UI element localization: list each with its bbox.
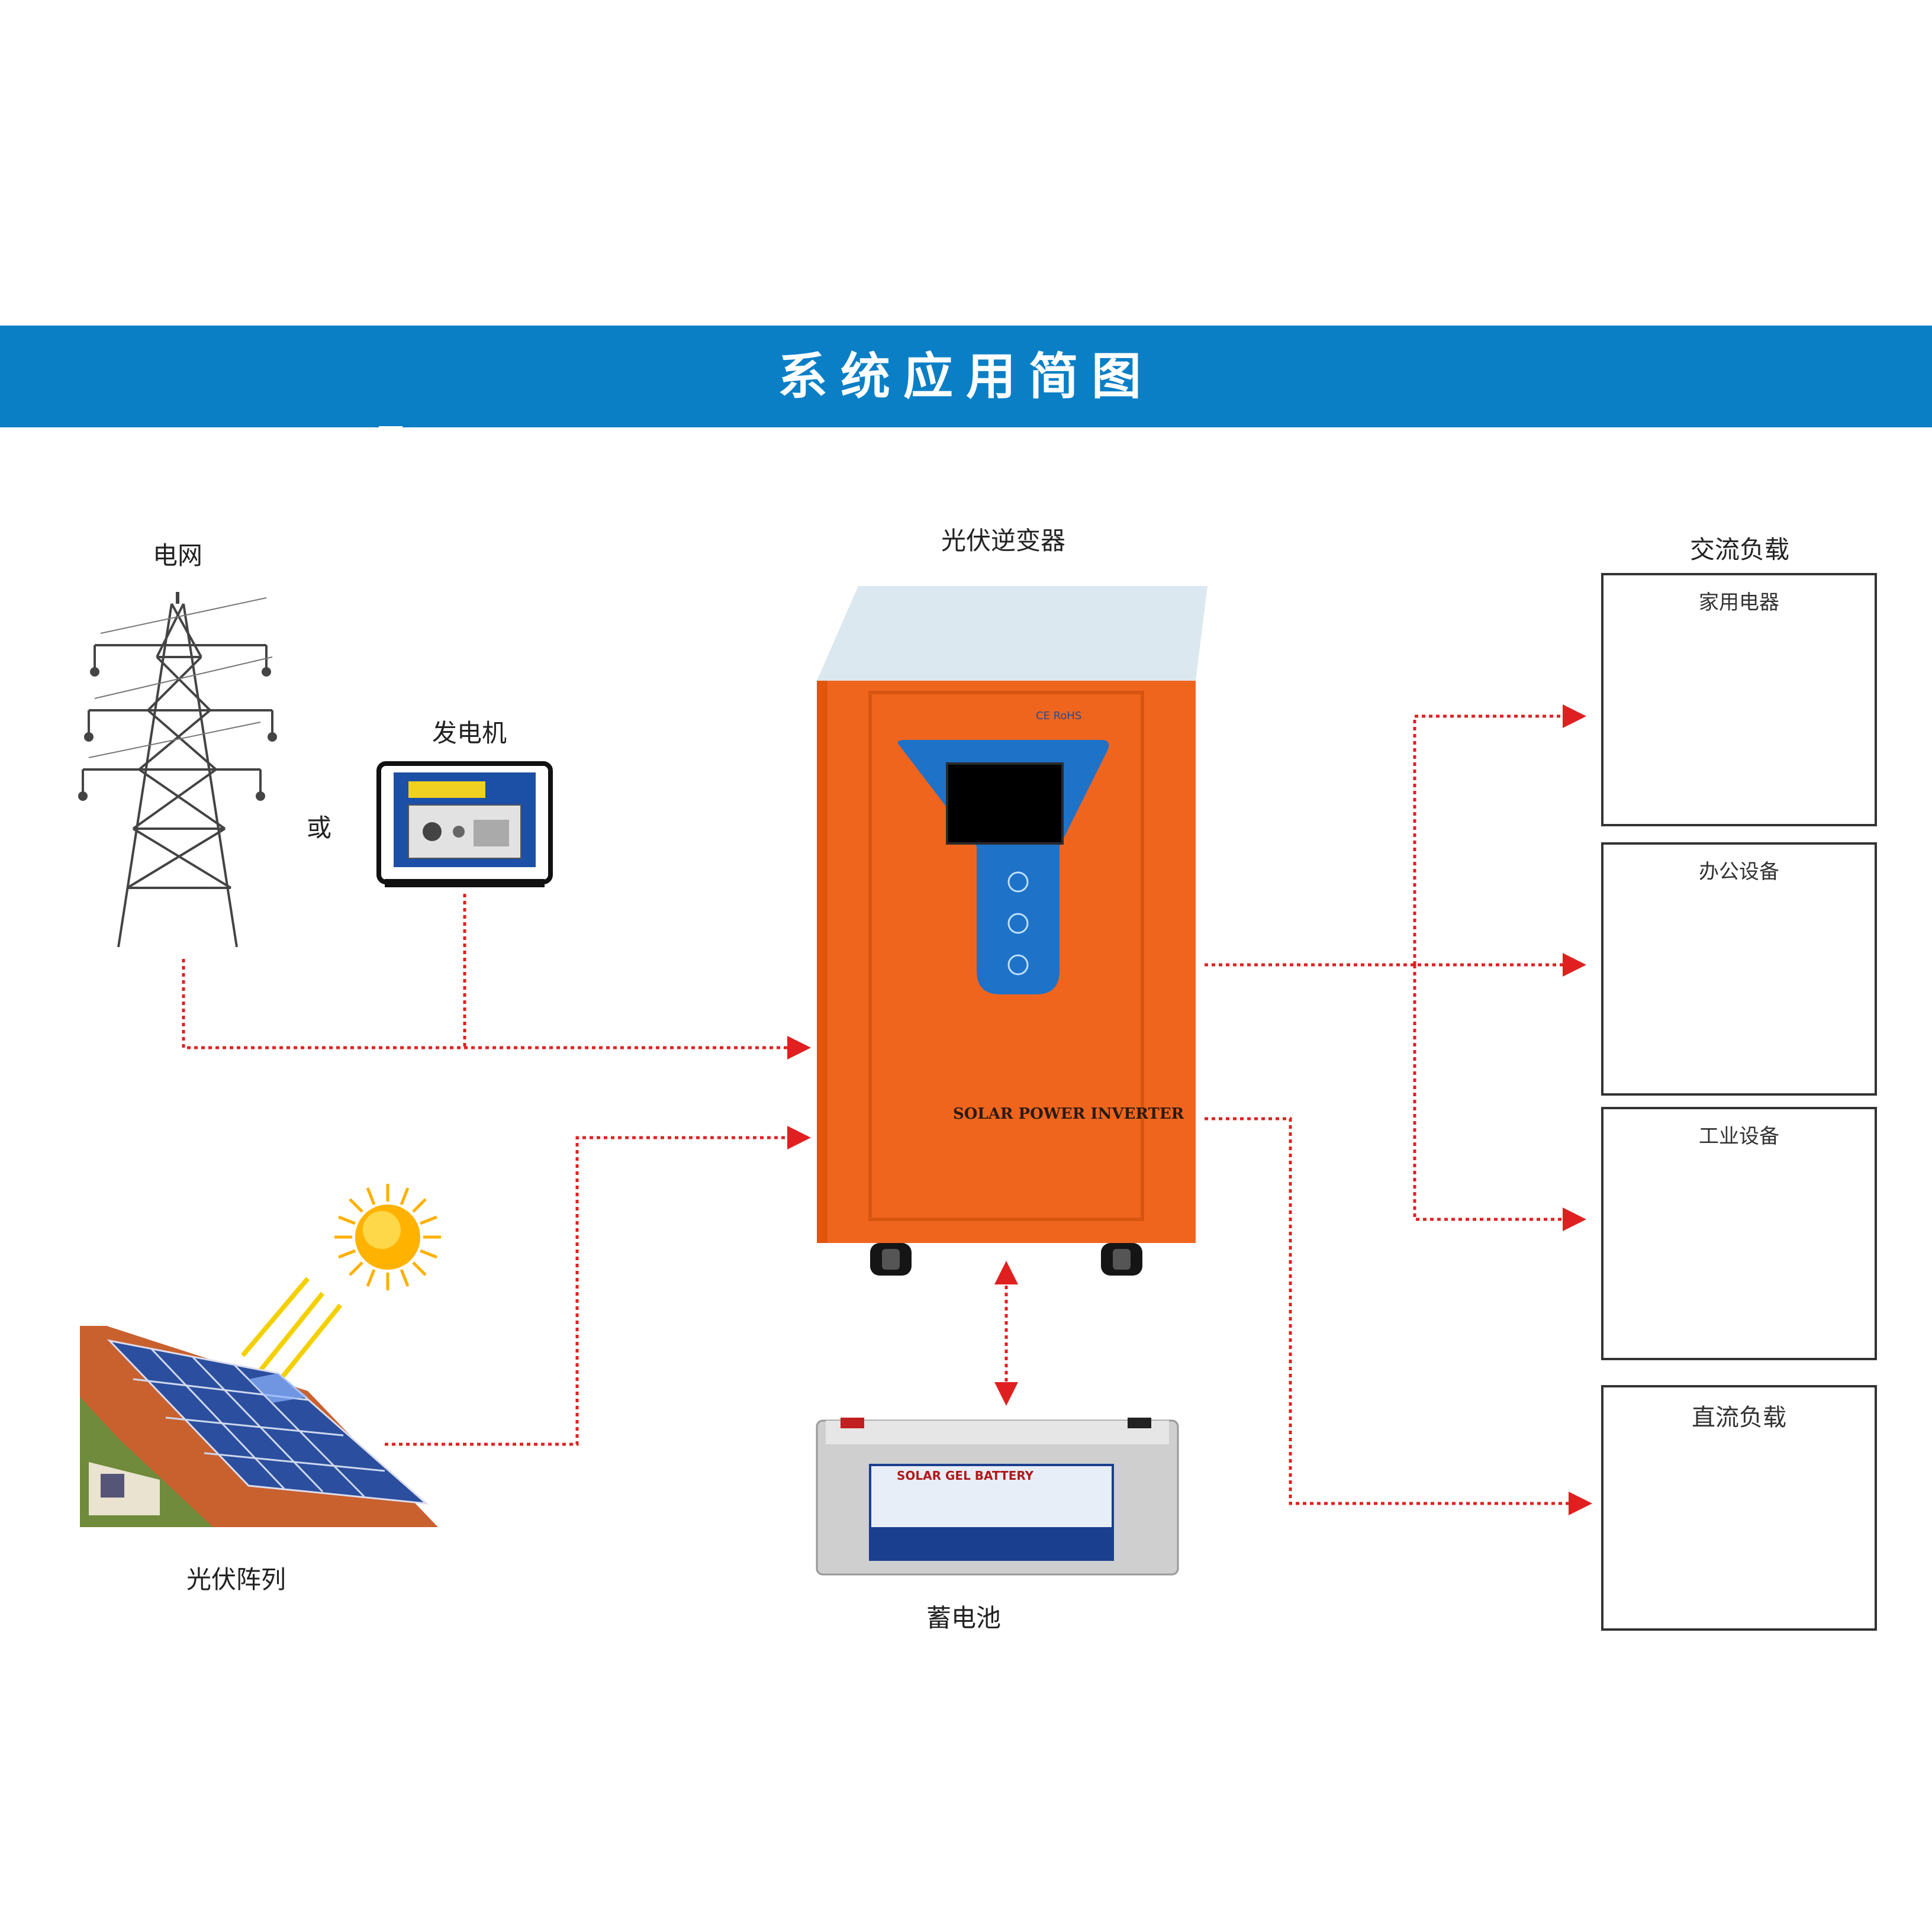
title-banner: 系统应用简图 [0, 326, 1932, 427]
sun-icon [334, 1184, 441, 1290]
generator-icon [376, 761, 553, 887]
office-label: 办公设备 [1699, 860, 1779, 884]
or-label: 或 [307, 813, 332, 842]
inverter-label: 光伏逆变器 [941, 526, 1066, 555]
battery-sticker-text: SOLAR GEL BATTERY [897, 1469, 1034, 1483]
generator-label: 发电机 [432, 719, 507, 748]
inverter-brand-text: SOLAR POWER INVERTER [953, 1105, 1184, 1123]
ac-load-label: 交流负载 [1690, 535, 1790, 564]
industrial-label: 工业设备 [1699, 1125, 1779, 1148]
household-label: 家用电器 [1699, 591, 1779, 614]
power-button-icon [1007, 871, 1029, 893]
household-appliances-panel: 家用电器 [1601, 573, 1877, 826]
pv-array-label: 光伏阵列 [186, 1565, 286, 1594]
dc-load-panel: 直流负载 [1601, 1385, 1877, 1631]
office-equipment-panel: 办公设备 [1601, 842, 1877, 1096]
grid-label: 电网 [153, 541, 203, 570]
banner-title: 系统应用简图 [777, 347, 1154, 405]
battery-label: 蓄电池 [926, 1603, 1002, 1632]
solar-panel-house-icon [80, 1326, 438, 1527]
sunlight-beams [240, 1277, 343, 1384]
settings-button-icon [1007, 954, 1029, 975]
mode-button-icon [1007, 913, 1029, 934]
battery-icon [816, 1418, 1179, 1576]
cert-marks: CE RoHS [1036, 710, 1081, 722]
industrial-equipment-panel: 工业设备 [1601, 1107, 1877, 1360]
dc-load-label: 直流负载 [1692, 1404, 1786, 1431]
lcd-screen-icon [946, 762, 1064, 845]
power-tower-icon [78, 592, 277, 948]
inverter-cabinet [817, 586, 1208, 1276]
connector-lines [182, 704, 1592, 1515]
